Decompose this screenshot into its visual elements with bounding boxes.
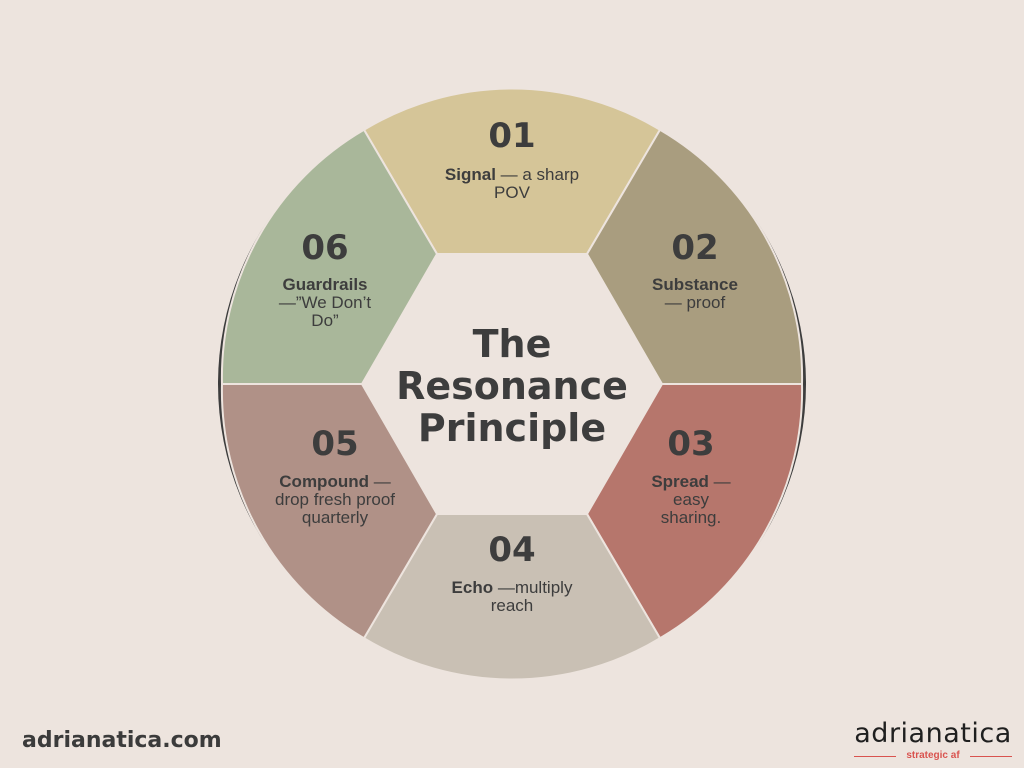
segment-04-line2: reach [491, 596, 534, 615]
segment-01-number: 01 [488, 116, 535, 156]
segment-03-bold: Spread [651, 472, 709, 491]
center-hexagon [362, 254, 662, 514]
segment-06-bold: Guardrails [282, 275, 367, 294]
segment-06-line3: Do” [311, 311, 339, 330]
segment-04-label: Echo —multiply [452, 578, 573, 597]
segment-02-bold: Substance [652, 275, 738, 294]
segment-05-line2: drop fresh proof [275, 490, 395, 509]
segment-06 [220, 128, 439, 385]
logo-line-right [970, 756, 1012, 757]
segment-01-line2: POV [494, 183, 531, 202]
segment-03 [585, 383, 804, 640]
segment-05-label: Compound — [279, 472, 390, 491]
logo-line-left [854, 756, 896, 757]
segment-01 [362, 87, 662, 255]
segment-06-line2: —”We Don’t [279, 293, 372, 312]
title-line-2: Resonance [396, 364, 628, 408]
segment-06-label: Guardrails [282, 275, 367, 294]
segment-02-number: 02 [671, 228, 718, 268]
logo-tagline: strategic af [906, 750, 960, 761]
website-url[interactable]: adrianatica.com [22, 728, 222, 753]
logo-wordmark: adrianatica [854, 718, 1012, 749]
segment-02-line2: — proof [665, 293, 726, 312]
segment-05 [220, 383, 439, 640]
title-line-3: Principle [418, 406, 606, 450]
segment-03-number: 03 [667, 424, 714, 464]
segment-04 [362, 513, 662, 681]
segment-03-line2: easy [673, 490, 709, 509]
segment-03-label: Spread — [651, 472, 730, 491]
segment-03-rest: — [709, 472, 731, 491]
segment-03-line3: sharing. [661, 508, 721, 527]
segment-05-line3: quarterly [302, 508, 369, 527]
brand-logo: adrianatica strategic af [850, 718, 1016, 764]
segment-05-rest: — [369, 472, 391, 491]
segment-04-bold: Echo [452, 578, 494, 597]
segment-02-label: Substance [652, 275, 738, 294]
segment-04-number: 04 [488, 530, 535, 570]
title-line-1: The [473, 322, 552, 366]
segment-01-rest: — a sharp [496, 165, 579, 184]
segment-01-label: Signal — a sharp [445, 165, 579, 184]
segment-04-rest: —multiply [493, 578, 573, 597]
segment-05-number: 05 [311, 424, 358, 464]
segment-02 [585, 128, 804, 385]
segment-06-number: 06 [301, 228, 348, 268]
segment-05-bold: Compound [279, 472, 369, 491]
segment-01-bold: Signal [445, 165, 496, 184]
